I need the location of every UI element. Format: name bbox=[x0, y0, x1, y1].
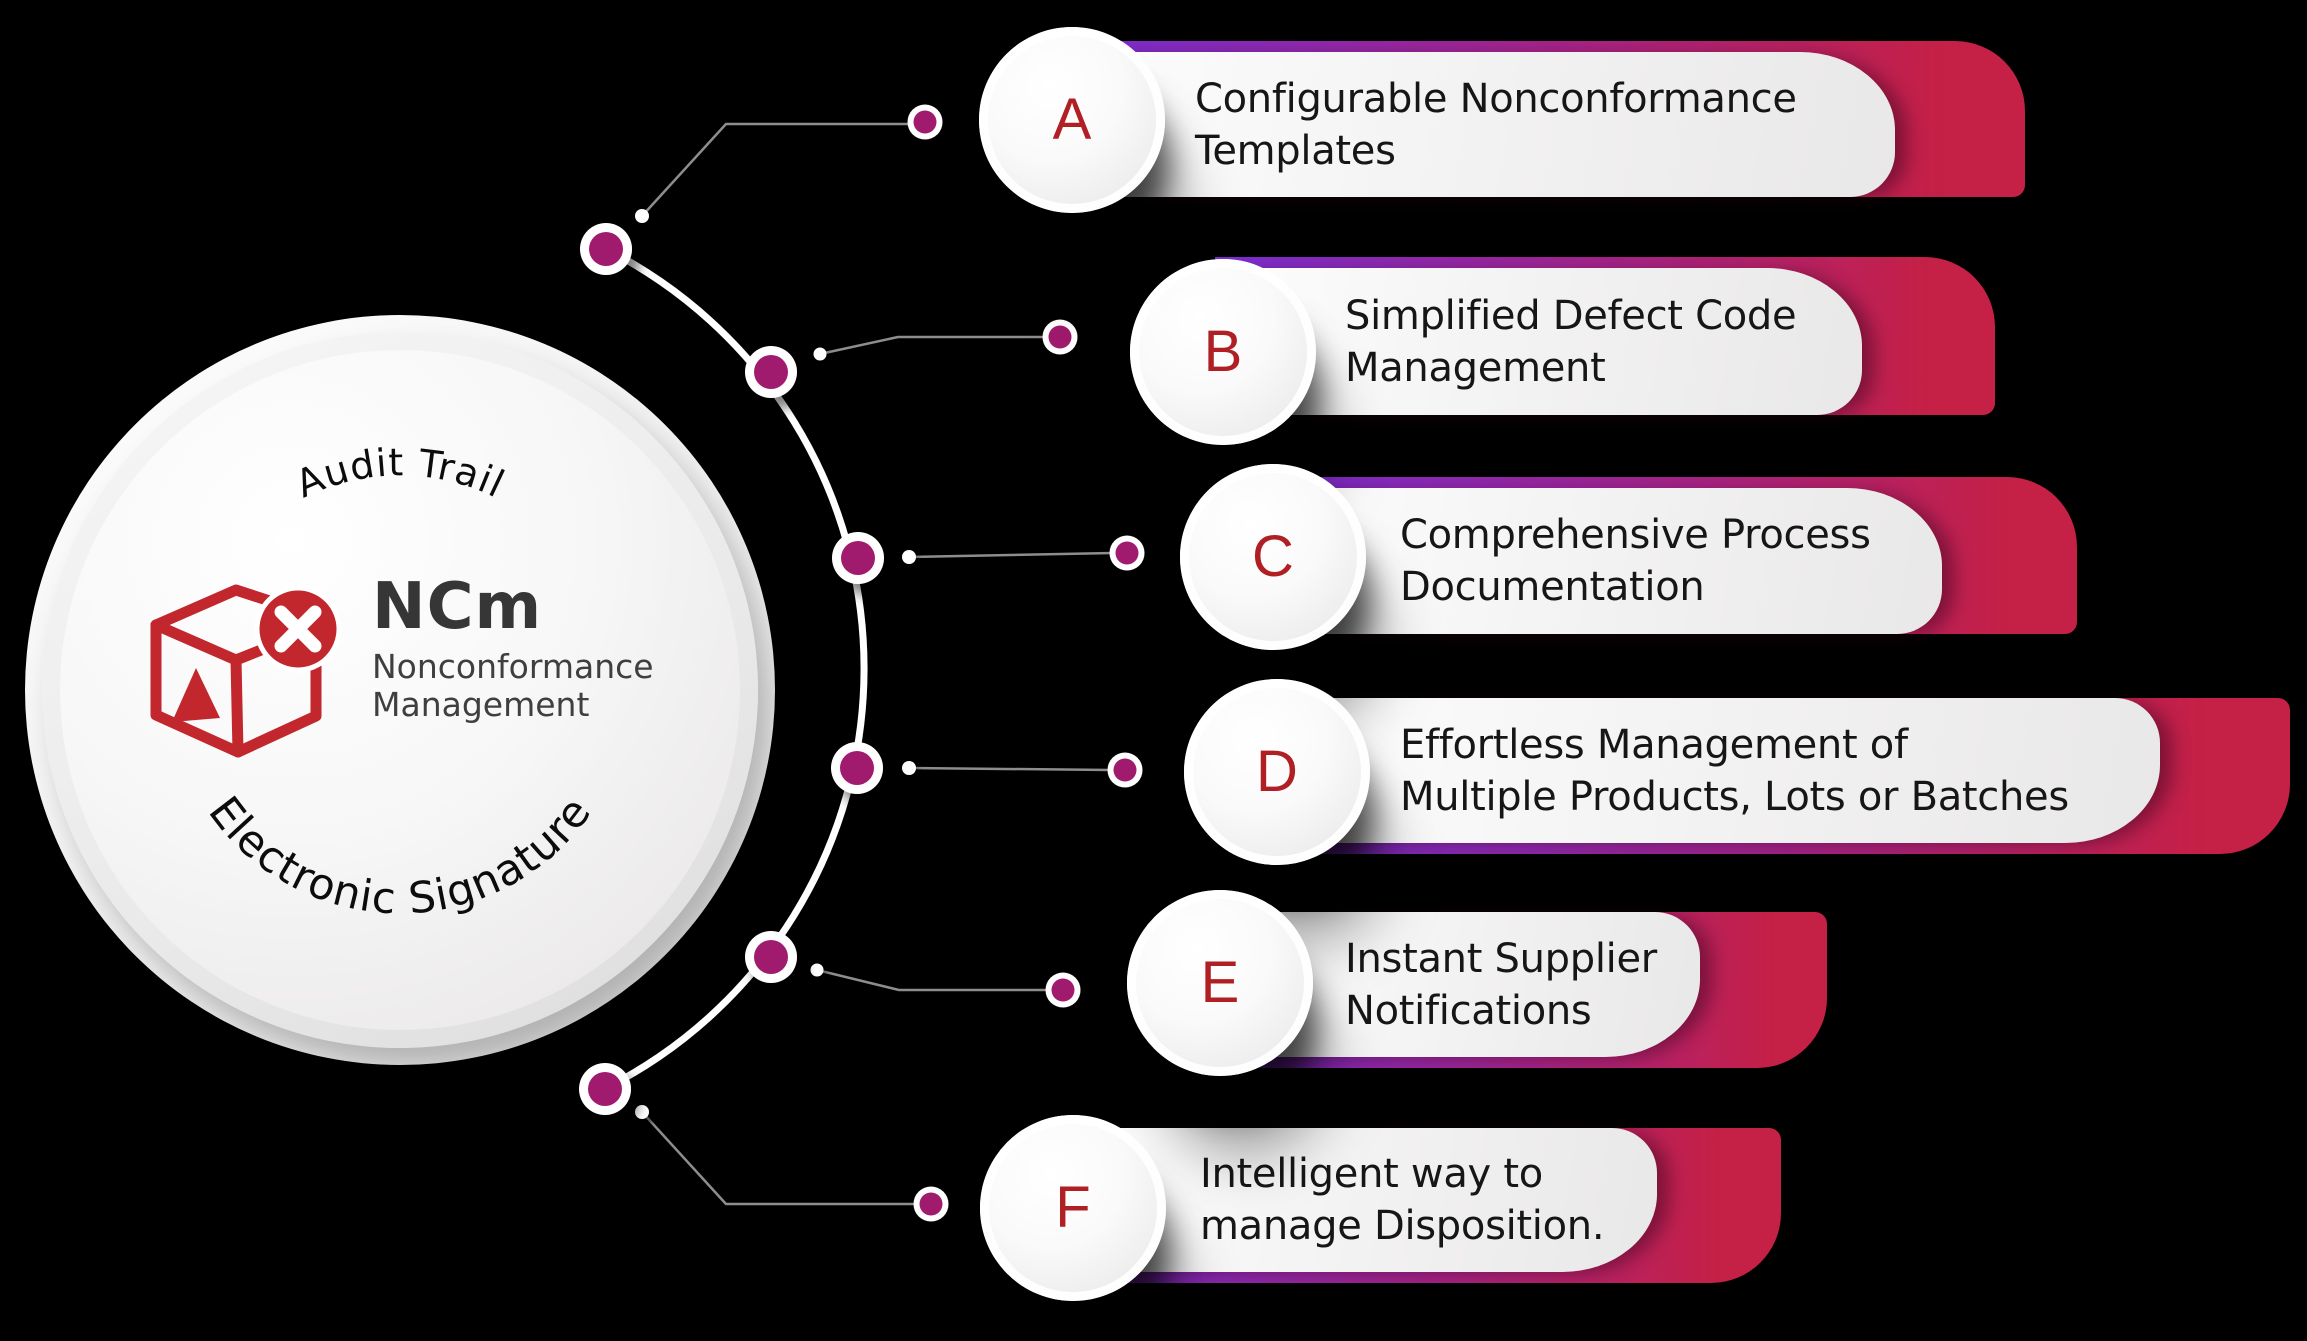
letter-circle-f: F bbox=[980, 1115, 1166, 1301]
letter-circle-c: C bbox=[1180, 464, 1366, 650]
feature-bar-c-face bbox=[1265, 488, 1942, 634]
letter-f: F bbox=[1055, 1175, 1091, 1240]
junction-dot-c bbox=[902, 550, 916, 564]
letter-e: E bbox=[1200, 950, 1240, 1015]
junction-dot-e bbox=[810, 963, 824, 977]
letter-b: B bbox=[1203, 319, 1243, 384]
orbit-arc bbox=[602, 245, 868, 1093]
orbit-nodes bbox=[579, 223, 884, 1115]
warning-triangle-icon bbox=[172, 668, 220, 722]
connector-line-a bbox=[640, 122, 914, 218]
connector-line-f bbox=[640, 1110, 919, 1206]
ring-dot-c bbox=[1115, 541, 1139, 565]
open-box-error-icon bbox=[150, 584, 342, 758]
letter-circle-e: E bbox=[1127, 890, 1313, 1076]
junction-dot-f bbox=[635, 1105, 649, 1119]
ring-dot-f bbox=[919, 1192, 943, 1216]
ring-dot-d bbox=[1113, 758, 1137, 782]
letter-circle-d: D bbox=[1184, 679, 1370, 865]
product-name-line2: Management bbox=[372, 685, 590, 724]
orbit-node-5 bbox=[754, 940, 788, 974]
junction-dot-b bbox=[813, 347, 827, 361]
connector-line-c bbox=[907, 551, 1115, 559]
feature-bar-b-face bbox=[1215, 268, 1862, 415]
junction-dot-a bbox=[635, 209, 649, 223]
electronic-signature-curved-label: Electronic Signature bbox=[199, 787, 602, 924]
ring-dots bbox=[907, 104, 1145, 1222]
feature-bar-a-face bbox=[1065, 52, 1895, 197]
letter-circle-b: B bbox=[1130, 259, 1316, 445]
product-name-line1: Nonconformance bbox=[372, 647, 654, 686]
orbit-node-3 bbox=[841, 541, 875, 575]
ring-dot-a bbox=[913, 110, 937, 134]
feature-bar-d-face bbox=[1270, 698, 2160, 843]
product-code: NCm bbox=[372, 570, 543, 644]
orbit-node-4 bbox=[840, 751, 874, 785]
connector-line-e bbox=[815, 968, 1051, 992]
letter-d: D bbox=[1256, 739, 1298, 804]
hub-disc bbox=[60, 350, 740, 1030]
connector-line-b bbox=[818, 335, 1048, 356]
audit-trail-curved-label: Audit Trail bbox=[289, 440, 511, 506]
letter-c: C bbox=[1252, 524, 1294, 589]
letter-circle-a: A bbox=[979, 27, 1165, 213]
junction-dot-d bbox=[902, 761, 916, 775]
ring-dot-e bbox=[1051, 978, 1075, 1002]
connector-line-d bbox=[907, 766, 1113, 772]
ring-dot-b bbox=[1048, 325, 1072, 349]
orbit-node-2 bbox=[754, 355, 788, 389]
orbit-node-6 bbox=[588, 1072, 622, 1106]
orbit-node-1 bbox=[589, 232, 623, 266]
letter-a: A bbox=[1052, 87, 1092, 152]
